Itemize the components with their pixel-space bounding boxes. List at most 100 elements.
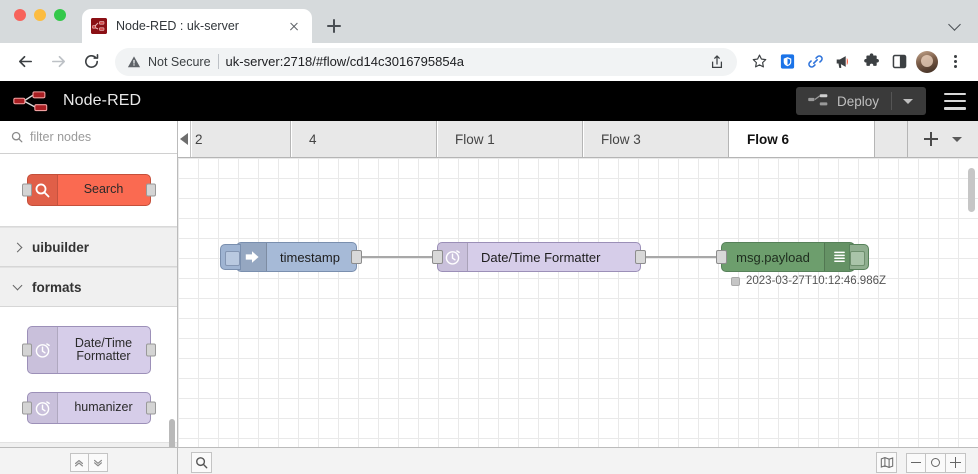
- debug-enable-toggle[interactable]: [849, 244, 869, 270]
- palette-node-humanizer[interactable]: humanizer: [21, 392, 156, 424]
- maximize-window-button[interactable]: [54, 8, 66, 21]
- brand-title: Node-RED: [63, 92, 142, 109]
- inject-trigger-button[interactable]: [220, 244, 241, 270]
- node-input-port: [21, 183, 32, 197]
- shield-extension-icon[interactable]: [774, 49, 800, 75]
- node-palette: filter nodes Search: [0, 121, 178, 474]
- share-icon: [711, 54, 723, 68]
- browser-tab-title: Node-RED : uk-server: [116, 19, 239, 33]
- map-navigator-icon[interactable]: [876, 452, 897, 473]
- chevrons-down-icon[interactable]: [88, 453, 108, 472]
- status-bar: [0, 447, 978, 474]
- node-red-body: filter nodes Search: [0, 121, 978, 474]
- palette-node-label: humanizer: [74, 400, 133, 415]
- security-label: Not Secure: [148, 54, 211, 69]
- zoom-out-icon[interactable]: [906, 452, 926, 473]
- flow-tab-flow-3[interactable]: Flow 3: [583, 121, 729, 157]
- address-bar[interactable]: Not Secure uk-server:2718/#flow/cd14c301…: [115, 47, 737, 76]
- close-icon[interactable]: [285, 17, 303, 35]
- arrow-left-icon[interactable]: [10, 47, 40, 77]
- wire-inject-to-formatter: [355, 256, 437, 258]
- deploy-dropdown-icon[interactable]: [892, 98, 924, 104]
- browser-menu-icon[interactable]: [942, 49, 968, 75]
- minimize-window-button[interactable]: [34, 8, 46, 21]
- flow-node-timestamp[interactable]: timestamp: [220, 242, 362, 272]
- chevron-down-icon[interactable]: [946, 14, 966, 34]
- palette-node-datetime-formatter[interactable]: Date/Time Formatter: [21, 326, 156, 374]
- magnifier-icon: [27, 175, 58, 205]
- chevrons-up-icon[interactable]: [69, 453, 89, 472]
- close-window-button[interactable]: [14, 8, 26, 21]
- reload-icon[interactable]: [76, 47, 106, 77]
- flow-tab-label: 4: [309, 131, 317, 147]
- flow-tab-label: 2: [195, 131, 203, 147]
- clock-icon: [438, 243, 468, 271]
- flow-tab-flow-6[interactable]: Flow 6: [729, 121, 875, 157]
- node-red-favicon: [91, 18, 107, 34]
- arrow-right-icon[interactable]: [43, 47, 73, 77]
- clock-icon: [27, 393, 58, 423]
- split-view-icon[interactable]: [886, 49, 912, 75]
- palette-node-label: Search: [83, 182, 124, 197]
- debug-node-status: 2023-03-27T10:12:46.986Z: [731, 275, 886, 287]
- flow-tab-label: Flow 1: [455, 131, 495, 147]
- palette-footer: [0, 448, 178, 474]
- flow-node-label: msg.payload: [736, 249, 810, 265]
- flow-tab-label: Flow 3: [601, 131, 641, 147]
- browser-tab[interactable]: Node-RED : uk-server: [82, 9, 312, 43]
- node-red-logo: Node-RED: [12, 88, 141, 114]
- triangle-left-icon[interactable]: [178, 121, 191, 157]
- palette-group-formats: Date/Time Formatter humanizer: [0, 307, 177, 442]
- zoom-reset-icon[interactable]: [926, 452, 946, 473]
- canvas-controls: [876, 452, 978, 473]
- chevron-down-icon[interactable]: [946, 128, 968, 150]
- browser-tab-strip: Node-RED : uk-server: [0, 0, 978, 43]
- search-icon[interactable]: [191, 452, 212, 473]
- canvas-vertical-scrollbar[interactable]: [968, 168, 975, 212]
- deploy-button[interactable]: Deploy: [795, 87, 926, 115]
- deploy-node-icon: [808, 94, 828, 106]
- status-text: 2023-03-27T10:12:46.986Z: [746, 275, 887, 287]
- palette-scroll: Search uibuilder formats: [0, 154, 177, 474]
- node-output-port: [145, 183, 156, 197]
- palette-filter[interactable]: filter nodes: [0, 121, 177, 154]
- category-label: uibuilder: [32, 239, 89, 255]
- node-output-port[interactable]: [635, 250, 646, 264]
- palette-node-search[interactable]: Search: [21, 174, 156, 206]
- node-output-port[interactable]: [351, 250, 362, 264]
- node-input-port: [21, 401, 32, 415]
- palette-category-uibuilder[interactable]: uibuilder: [0, 227, 177, 267]
- node-input-port[interactable]: [716, 250, 727, 264]
- browser-toolbar: Not Secure uk-server:2718/#flow/cd14c301…: [0, 43, 978, 81]
- link-extension-icon[interactable]: [802, 49, 828, 75]
- chevron-down-icon: [12, 280, 23, 291]
- flow-canvas[interactable]: timestamp Date/Time Formatter msg.pay: [178, 158, 978, 474]
- palette-category-formats[interactable]: formats: [0, 267, 177, 307]
- megaphone-extension-icon[interactable]: [830, 49, 856, 75]
- node-input-port[interactable]: [432, 250, 443, 264]
- flow-tab-2[interactable]: 2: [191, 121, 291, 157]
- puzzle-extensions-icon[interactable]: [858, 49, 884, 75]
- palette-scrollbar[interactable]: [169, 419, 175, 455]
- flow-tab-actions: [907, 121, 978, 157]
- flow-tab-4[interactable]: 4: [291, 121, 437, 157]
- plus-icon[interactable]: [918, 126, 944, 152]
- flow-node-label: Date/Time Formatter: [481, 249, 601, 265]
- zoom-in-icon[interactable]: [946, 452, 966, 473]
- header-actions: Deploy: [795, 87, 966, 115]
- flow-node-debug[interactable]: msg.payload: [716, 242, 869, 272]
- flow-node-datetime-formatter[interactable]: Date/Time Formatter: [432, 242, 646, 272]
- toolbar-icons: [746, 49, 968, 75]
- flow-tab-label: Flow 6: [747, 131, 790, 147]
- wire-formatter-to-debug: [641, 256, 721, 258]
- filter-placeholder: filter nodes: [30, 130, 92, 144]
- flow-tab-flow-1[interactable]: Flow 1: [437, 121, 583, 157]
- plus-icon[interactable]: [320, 12, 348, 40]
- arrow-right-icon: [237, 243, 267, 271]
- hamburger-menu-icon[interactable]: [944, 92, 966, 110]
- node-input-port: [21, 343, 32, 357]
- profile-avatar[interactable]: [914, 49, 940, 75]
- bookmark-star-icon[interactable]: [746, 49, 772, 75]
- clock-icon: [27, 327, 58, 373]
